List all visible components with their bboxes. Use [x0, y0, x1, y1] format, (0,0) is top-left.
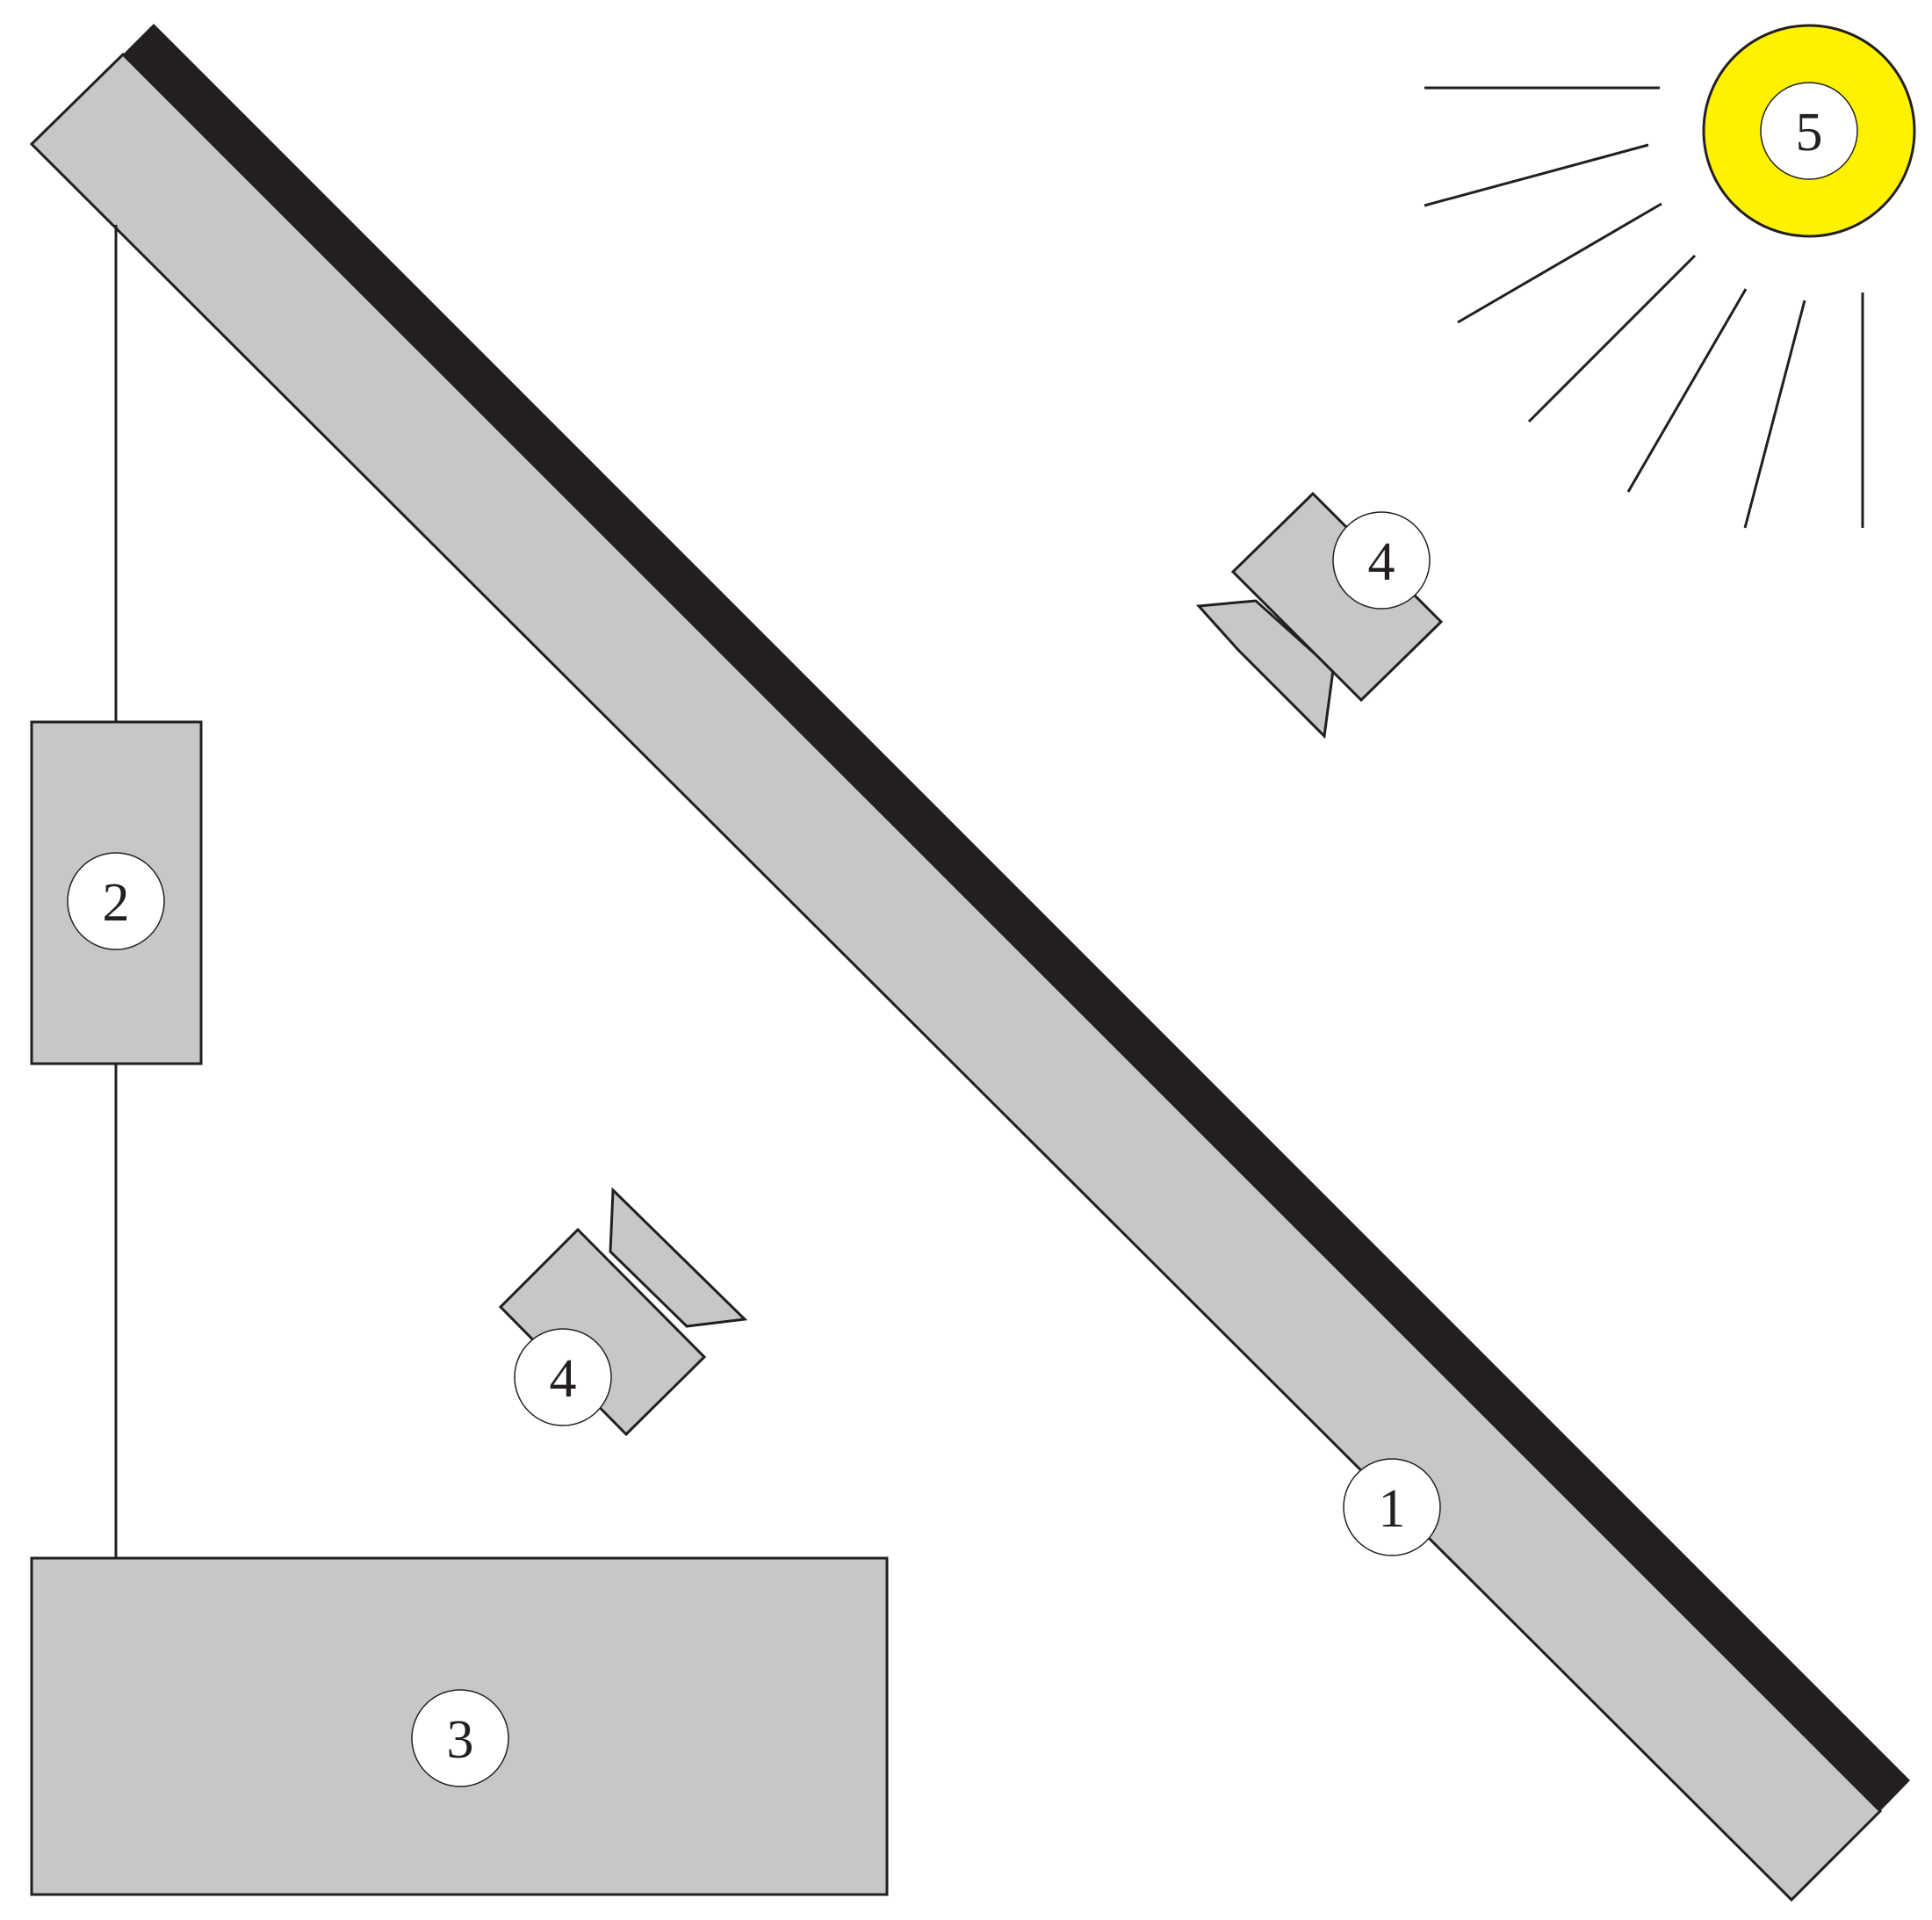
solar-panel [29, 24, 1910, 1902]
sun-ray [1626, 288, 1748, 493]
label-4-lower-text: 4 [550, 1349, 577, 1409]
camera-lower-lens [609, 1187, 748, 1328]
label-5-badge [1760, 82, 1858, 180]
sun-ray [1527, 254, 1697, 423]
panel-absorber-strip [123, 24, 1910, 1811]
camera-upper-lens-shape [1195, 599, 1335, 740]
label-4-lower: 4 [514, 1328, 612, 1426]
label-5-text: 5 [1796, 103, 1823, 162]
label-2-text: 2 [103, 873, 130, 933]
label-4-lower-badge [514, 1328, 612, 1426]
label-4-upper-badge [1332, 511, 1431, 610]
label-2-badge [67, 852, 165, 950]
label-1-text: 1 [1379, 1479, 1406, 1539]
camera-lower [498, 1187, 748, 1437]
label-3: 3 [411, 1689, 509, 1787]
sun-ray [1743, 300, 1806, 529]
sun-ray [1424, 143, 1649, 207]
label-1: 1 [1343, 1458, 1441, 1556]
camera-lower-body [498, 1227, 707, 1437]
sun-rays [1424, 86, 1864, 529]
label-3-badge [411, 1689, 509, 1787]
panel-body [29, 52, 1883, 1902]
label-1-badge [1343, 1458, 1441, 1556]
label-2: 2 [67, 852, 165, 950]
label-4-upper: 4 [1332, 511, 1431, 610]
camera-upper [1195, 491, 1444, 740]
label-5: 5 [1760, 82, 1858, 180]
sun-ray [1457, 202, 1662, 324]
label-3-text: 3 [447, 1710, 474, 1770]
label-4-upper-text: 4 [1368, 532, 1395, 592]
